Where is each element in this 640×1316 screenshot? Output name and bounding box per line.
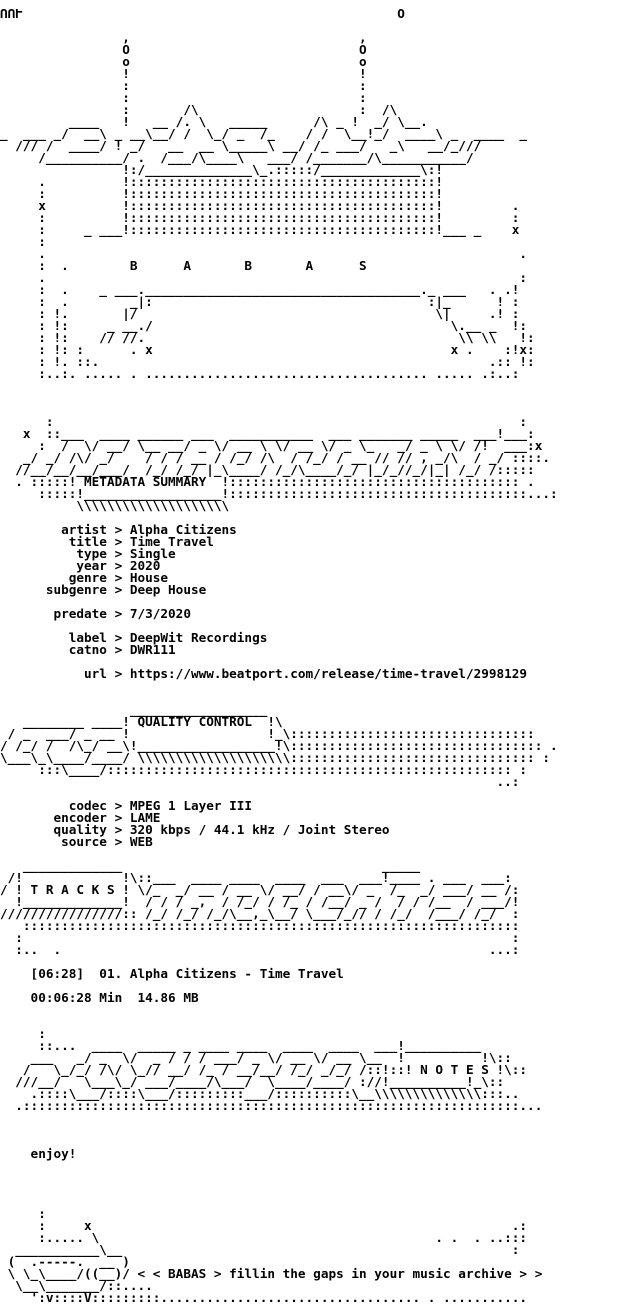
nfo-line: //__/__/__/___/ /_/ /_/ |_\____/ /_/\___… (0, 462, 543, 477)
nfo-line: [06:28] 01. Alpha Citizens - Time Travel (0, 966, 344, 981)
nfo-line: ///__/ \___\_/ ___/____/\___/ \____/____… (0, 1074, 505, 1089)
nfo-line: . :::::! METADATA SUMMARY !:::::::::::::… (0, 474, 535, 489)
nfo-line: : (0, 1206, 46, 1221)
nfo-line: !_____________! / / / _, / /_/ / /_ / /_… (0, 894, 520, 909)
nfo-line: : /\ : /\ (0, 102, 398, 117)
nfo-line: : !. ::. .:: !: (0, 354, 535, 369)
nfo-line: __________________ (0, 702, 268, 717)
nfo-line: : : (0, 90, 367, 105)
nfo-line: : . B A B A S (0, 258, 367, 273)
nfo-line: ( .-----. __ ) (0, 1254, 130, 1269)
nfo-line: x !:::::::::::::::::::::::::::::::::::::… (0, 198, 520, 213)
nfo-line: : : (0, 414, 528, 429)
nfo-line: \ \_\____/((__)/ < < BABAS > fillin the … (0, 1266, 543, 1281)
nfo-line: ____ ! __ /. \ _____ /\ _ ! _/ \__. (0, 114, 428, 129)
nfo-line: : !: : . x x . :!x: (0, 342, 535, 357)
nfo-line: ::::::::::::::::::::::::::::::::::::::::… (0, 918, 520, 933)
nfo-ascii-document: ՈՈՒ O , , O O o (0, 6, 558, 1316)
nfo-line: type > Single (0, 546, 176, 561)
nfo-line: : !:::::::::::::::::::::::::::::::::::::… (0, 186, 444, 201)
nfo-line: ՈՈՒ O (0, 6, 405, 21)
nfo-line: :::::!__________________!:::::::::::::::… (0, 486, 558, 501)
nfo-line: _/ _/ /\/ _/ / / / __ / /_/ /\ / /_/ / _… (0, 450, 550, 465)
nfo-line: \__\_______/::.... (0, 1278, 153, 1293)
nfo-line: . : (0, 270, 528, 285)
nfo-line: source > WEB (0, 834, 153, 849)
nfo-line: : !:::::::::::::::::::::::::::::::::::::… (0, 210, 520, 225)
nfo-line: encoder > LAME (0, 810, 161, 825)
nfo-line: url > https://www.beatport.com/release/t… (0, 666, 528, 681)
nfo-line: ..: (0, 774, 520, 789)
nfo-line: genre > House (0, 570, 169, 585)
nfo-line: : !: _ __./ \.__ _ !: (0, 318, 528, 333)
nfo-line: : (0, 234, 46, 249)
nfo-line: : / \/ __/ \__ __/ _ \/ __ \ \/ __ \/ _ … (0, 438, 543, 453)
nfo-line: ___________\__ : (0, 1242, 520, 1257)
nfo-line: : !: // //. \\ \\ !: (0, 330, 535, 345)
nfo-line: subgenre > Deep House (0, 582, 207, 597)
nfo-line: _ ___ _/ __\ _ __\__/ / \_/ _ /_ / / \__… (0, 126, 528, 141)
nfo-line: title > Time Travel (0, 534, 214, 549)
nfo-line: /__________/ . /___/\____\ ___/ /_______… (0, 150, 474, 165)
nfo-line: .::::\___/::::\___/:::::::::___/::::::::… (0, 1086, 520, 1101)
nfo-line: ! ! (0, 66, 367, 81)
nfo-line: : : (0, 78, 367, 93)
nfo-line: /! !\::___ ____ ____ ____ ___ ___!____ .… (0, 870, 512, 885)
nfo-line: :::\____/:::::::::::::::::::::::::::::::… (0, 762, 528, 777)
nfo-line: o o (0, 54, 367, 69)
nfo-line: : . _|: :|_ ! : (0, 294, 520, 309)
nfo-line: . . (0, 246, 528, 261)
nfo-line: : x .: (0, 1218, 528, 1233)
nfo-line: ':v::::V:::::::::.......................… (0, 1290, 528, 1305)
nfo-line: :..:. ..... . ..........................… (0, 366, 520, 381)
nfo-line: 00:06:28 Min 14.86 MB (0, 990, 199, 1005)
nfo-line: :..... \ . . . ..::: (0, 1230, 528, 1245)
nfo-line: / ! T R A C K S ! \/_ _/ __ / __ \/ __/ … (0, 882, 520, 897)
nfo-line: catno > DWR111 (0, 642, 176, 657)
nfo-line: \\\\\\\\\\\\\\\\\\\\ (0, 498, 230, 513)
nfo-line: . !:::::::::::::::::::::::::::::::::::::… (0, 174, 444, 189)
nfo-line: enjoy! (0, 1146, 77, 1161)
nfo-line: label > DeepWit Recordings (0, 630, 268, 645)
nfo-line: : : (0, 930, 520, 945)
nfo-line: /// / ____/ ! _/ __ __ \_____\ __/ /_ __… (0, 138, 489, 153)
nfo-line: _____________ _____ (0, 858, 421, 873)
nfo-line: ////////////////:: /_/ /_/ /_/\__,_\__/ … (0, 906, 520, 921)
nfo-line: predate > 7/3/2020 (0, 606, 191, 621)
nfo-line: : _ ___!::::::::::::::::::::::::::::::::… (0, 222, 520, 237)
nfo-line: artist > Alpha Citizens (0, 522, 237, 537)
nfo-line: O O (0, 42, 367, 57)
nfo-line: :.. . ...: (0, 942, 520, 957)
nfo-line: / \_/_/ /\/ \_// __/ /_ / __/__/ /_/ _/_… (0, 1062, 528, 1077)
nfo-line: !:/______________\_.:::::/_____________\… (0, 162, 444, 177)
nfo-line: : (0, 1026, 46, 1041)
nfo-line: : !. |/ \| .! : (0, 306, 520, 321)
nfo-line: x ::___ ____ ______ ___ ___________ ___ … (0, 426, 535, 441)
nfo-line: codec > MPEG 1 Layer III (0, 798, 253, 813)
nfo-line: ::... ____ _____ _ ____ ____ ____ ____ _… (0, 1038, 482, 1053)
nfo-line: ___ _/ _ \/ _ / / / ___/ _ \/ __ \/ __ \… (0, 1050, 512, 1065)
nfo-line: , , (0, 30, 367, 45)
nfo-line: / /_/ / /\_/ __\!__________________!\:::… (0, 738, 558, 753)
nfo-line: .:::::::::::::::::::::::::::::::::::::::… (0, 1098, 543, 1113)
nfo-line: : . _ ___.______________________________… (0, 282, 520, 297)
nfo-line: / _ ___/ _ __ ! !_\:::::::::::::::::::::… (0, 726, 535, 741)
nfo-line: quality > 320 kbps / 44.1 kHz / Joint St… (0, 822, 390, 837)
nfo-line: year > 2020 (0, 558, 161, 573)
nfo-line: \___\_\____/____/ \\\\\\\\\\\\\\\\\\\\::… (0, 750, 550, 765)
nfo-line: ________ ____! QUALITY CONTROL !\ (0, 714, 283, 729)
